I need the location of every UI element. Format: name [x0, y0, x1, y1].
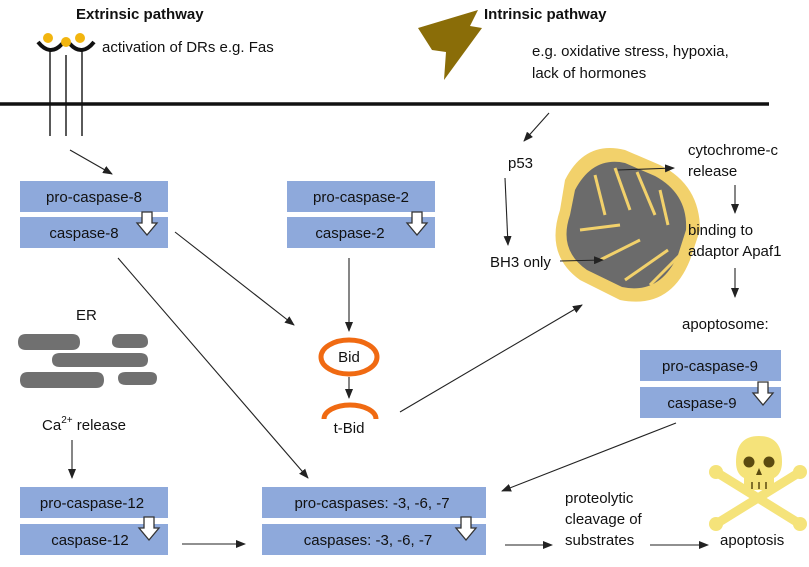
- ca-release-label: Ca2+ release: [42, 415, 126, 434]
- dr-activation-label: activation of DRs e.g. Fas: [102, 39, 274, 56]
- stress-label-line1: e.g. oxidative stress, hypoxia,: [532, 43, 729, 60]
- procaspase-12-box: pro-caspase-12: [20, 487, 168, 518]
- cytochrome-c-label: cytochrome-c: [688, 142, 779, 159]
- arrow-caspase-9-to-procaspases: [501, 422, 677, 492]
- caspase-2-box: caspase-2: [287, 217, 435, 248]
- apaf1-label: adaptor Apaf1: [688, 243, 781, 260]
- procaspase-2-box: pro-caspase-2: [287, 181, 435, 212]
- bid-icon: [318, 337, 380, 377]
- cleavage-label: cleavage of: [565, 511, 643, 528]
- caspase-2-label: caspase-2: [315, 225, 384, 242]
- t-bid-label: t-Bid: [334, 420, 365, 437]
- extrinsic-pathway-header: Extrinsic pathway: [76, 6, 204, 23]
- procaspase-9-box: pro-caspase-9: [640, 350, 781, 381]
- stress-label-line2: lack of hormones: [532, 65, 646, 82]
- caspase-9-label: caspase-9: [667, 395, 736, 412]
- arrow-mitochondrion-to-cytochrome-c: [617, 164, 675, 173]
- caspases-3-6-7-label: caspases: -3, -6, -7: [304, 532, 432, 549]
- mitochondrion-icon: [555, 148, 700, 302]
- endoplasmic-reticulum-icon: [18, 334, 157, 388]
- procaspase-2-label: pro-caspase-2: [313, 189, 409, 206]
- skull-crossbones-icon: [709, 436, 807, 531]
- procaspase-9-label: pro-caspase-9: [662, 358, 758, 375]
- binding-label: binding to: [688, 222, 753, 239]
- procaspase-12-label: pro-caspase-12: [40, 495, 144, 512]
- bh3-only-label: BH3 only: [490, 254, 551, 271]
- release-label: release: [688, 163, 737, 180]
- procaspases-3-6-7-box: pro-caspases: -3, -6, -7: [262, 487, 486, 518]
- p53-label: p53: [508, 155, 533, 172]
- er-label: ER: [76, 307, 97, 324]
- t-bid-icon: [321, 402, 379, 420]
- procaspase-8-label: pro-caspase-8: [46, 189, 142, 206]
- substrates-label: substrates: [565, 532, 634, 549]
- bid-label: Bid: [338, 349, 360, 366]
- apoptosis-label: apoptosis: [720, 532, 784, 549]
- death-receptor-icon: [36, 33, 96, 136]
- proteolytic-label: proteolytic: [565, 490, 634, 507]
- arrow-caspase-8-to-procaspases: [117, 257, 309, 479]
- intrinsic-pathway-header: Intrinsic pathway: [484, 6, 607, 23]
- caspase-12-label: caspase-12: [51, 532, 129, 549]
- caspases-3-6-7-box: caspases: -3, -6, -7: [262, 524, 486, 555]
- caspase-8-label: caspase-8: [49, 225, 118, 242]
- lightning-bolt-icon: [418, 10, 482, 80]
- procaspases-3-6-7-label: pro-caspases: -3, -6, -7: [294, 495, 449, 512]
- arrow-receptor-to-procaspase-8: [69, 149, 113, 175]
- arrow-stress-to-p53: [523, 112, 550, 142]
- arrow-t-bid-to-mitochondrion: [399, 304, 583, 413]
- arrow-bh3-to-mitochondrion: [559, 256, 604, 265]
- apoptosome-label: apoptosome:: [682, 316, 769, 333]
- arrow-p53-to-bh3: [503, 177, 512, 246]
- procaspase-8-box: pro-caspase-8: [20, 181, 168, 212]
- arrow-caspase-8-to-bid: [174, 231, 295, 326]
- connector-arrows: [68, 112, 739, 549]
